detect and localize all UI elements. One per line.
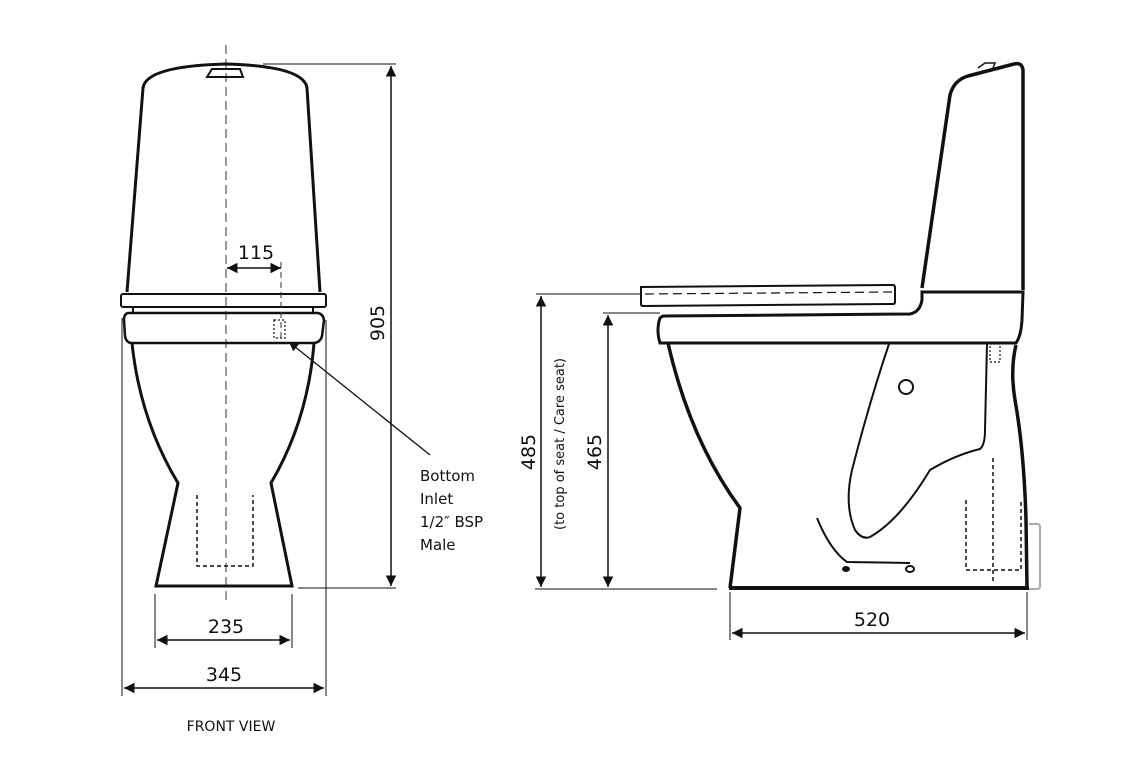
inlet-note-line2: Inlet (420, 490, 453, 508)
front-bowl (130, 342, 316, 588)
front-rim (122, 311, 326, 345)
inlet-note-line4: Male (420, 536, 456, 554)
inlet-leader-line (288, 341, 431, 456)
front-view: 115 905 Bottom Inlet 1/2″ BSP Male 235 3… (120, 45, 483, 735)
dim-485-note: (to top of seat / Care seat) (553, 358, 568, 530)
side-trap (847, 343, 988, 539)
side-tank (920, 61, 1025, 290)
wall-bracket (1029, 523, 1041, 590)
inlet-note-line3: 1/2″ BSP (420, 513, 483, 531)
front-seat (120, 293, 327, 308)
flush-button-icon (205, 68, 245, 78)
dim-115-label: 115 (238, 242, 274, 264)
dim-345-label: 345 (206, 664, 242, 686)
dim-465-label: 465 (584, 434, 606, 470)
front-tank (125, 62, 322, 293)
front-inlet-marker (273, 319, 286, 339)
side-inlet-marker (989, 343, 1001, 363)
dim-485-label: 485 (518, 434, 540, 470)
side-inspection-hole (898, 379, 914, 395)
side-bowl (666, 342, 742, 589)
dim-905-label: 905 (367, 305, 389, 341)
dim-235-label: 235 (208, 616, 244, 638)
side-rim (656, 290, 1025, 345)
inlet-note-line1: Bottom (420, 467, 475, 485)
side-seat (640, 283, 896, 308)
front-view-caption: FRONT VIEW (187, 719, 276, 735)
dim-520-label: 520 (854, 609, 890, 631)
side-view: 485 (to top of seat / Care seat) 465 520 (518, 61, 1041, 640)
